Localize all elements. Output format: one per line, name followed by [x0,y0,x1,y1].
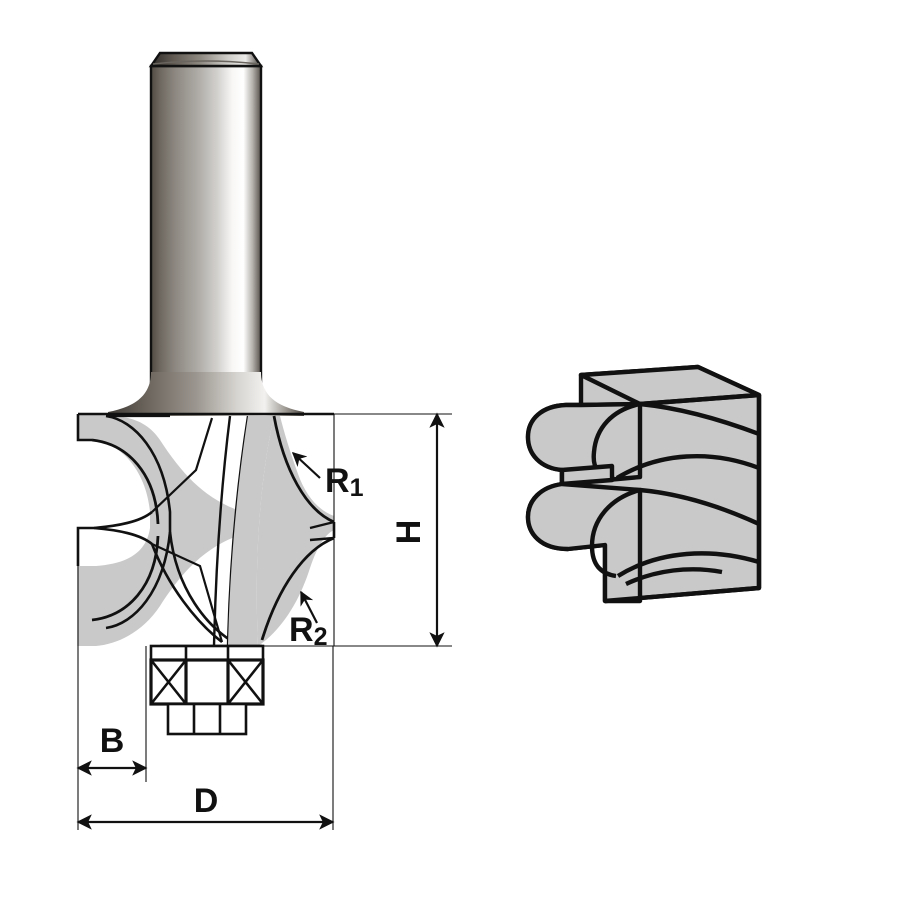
dimension-label-R1: R1 [325,462,364,502]
dimension-label-B: B [100,722,125,760]
dimension-D: D [76,782,335,830]
guide-bearing-assembly [149,644,265,736]
machined-wood-profile-sample [525,364,762,604]
dimension-label-D: D [194,782,219,820]
shank-to-body-fillet [108,372,304,416]
dimension-label-R2-subscript: 2 [314,623,328,651]
dimension-H: H [390,412,445,648]
dimension-label-R1-base: R [325,462,350,500]
dimension-R2: R2 [289,590,327,651]
dimension-label-R1-subscript: 1 [350,474,364,502]
router-bit-shank [148,51,264,412]
dimension-B: B [76,722,148,776]
dimension-R1: R1 [291,452,364,502]
dimension-label-H: H [390,520,428,545]
dimension-label-R2-base: R [289,611,314,649]
cutter-body [76,412,336,648]
dimension-label-R2: R2 [289,611,327,651]
